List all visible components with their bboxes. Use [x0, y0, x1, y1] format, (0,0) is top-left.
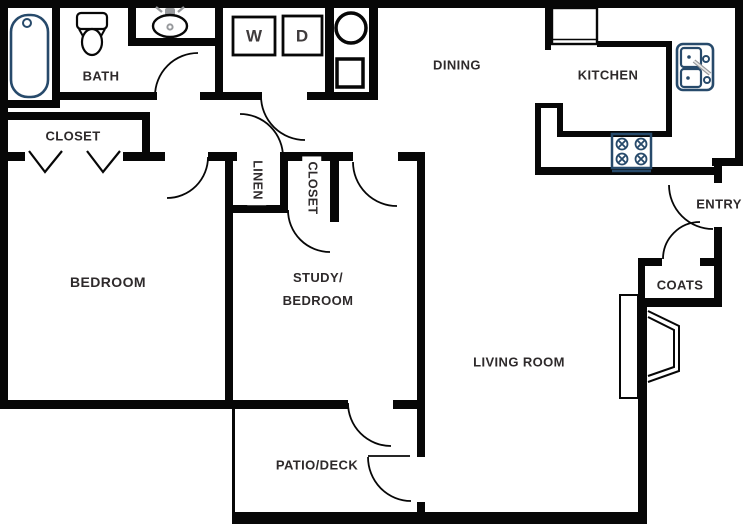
study-bedroom-label-line2: BEDROOM [282, 293, 354, 308]
dining-label: DINING [433, 57, 481, 73]
wall-bedroom-study-divider [225, 152, 233, 409]
door-swing-icons [28, 52, 714, 502]
fireplace-icon [619, 294, 680, 399]
study-door [353, 146, 398, 168]
wall-coats-bottom [638, 298, 722, 307]
dryer-icon [281, 14, 324, 57]
wall-linen-closet-divider [280, 152, 288, 213]
bedroom-door [165, 145, 208, 167]
wall-vanity-stub [128, 8, 136, 46]
bath-door-swing-icon [154, 52, 199, 97]
kitchen-label: KITCHEN [577, 67, 639, 83]
wall-hall-south-a [0, 152, 28, 161]
linen-door-swing-icon [239, 113, 284, 158]
wall-south-bedrooms-a [0, 400, 348, 409]
washer-label: W [245, 26, 263, 46]
burners [615, 137, 648, 166]
wall-hall-south-b [120, 152, 167, 161]
study-bedroom-label: STUDY/ BEDROOM [283, 266, 354, 312]
wall-coats-top-right [700, 258, 722, 266]
wall-closet-right [142, 112, 150, 161]
wall-tub-bottom [0, 100, 60, 108]
wall-bath-bottom-left [60, 92, 160, 100]
wall-left [0, 0, 8, 409]
wall-study-closet-right [330, 152, 339, 222]
living-patio-door-swing-icon [367, 456, 412, 502]
wall-hall-south-c [205, 152, 238, 161]
entry-door [708, 183, 731, 227]
bedroom-label: BEDROOM [70, 274, 146, 290]
wall-coats-left [638, 258, 645, 307]
bathtub-icon [9, 13, 50, 99]
bathroom-sink-icon [151, 6, 189, 39]
wall-laundry-bottom-left [215, 92, 263, 100]
stove-icon [610, 132, 653, 173]
refrigerator-icon [550, 6, 599, 46]
linen-label: LINEN [247, 155, 267, 205]
wall-right-upper [735, 0, 743, 166]
kitchen-sink-icon [675, 42, 715, 92]
wall-fridge-stub [545, 8, 551, 50]
wall-coats-top-left [638, 258, 662, 266]
coats-door-swing-icon [662, 221, 701, 260]
wall-closet-back [0, 112, 150, 120]
wall-heater-right [369, 8, 378, 100]
bath-door [157, 85, 200, 106]
living-room-label: LIVING ROOM [473, 354, 565, 370]
wall-laundry-heater-divider [325, 8, 334, 92]
washer-icon [231, 15, 277, 57]
wall-laundry-bottom-right [307, 92, 378, 100]
dryer-label: D [295, 26, 309, 46]
bifold-closet-doors-icon [28, 150, 63, 174]
bath-label: BATH [82, 68, 120, 84]
coats-door [662, 255, 700, 276]
wall-study-living-divider [417, 152, 425, 520]
study-door-swing-icon [352, 161, 398, 207]
toilet-icon [75, 11, 109, 57]
entry-door-swing-icon [668, 184, 714, 230]
wall-entry-jog [712, 158, 743, 166]
hearth [619, 294, 639, 399]
wall-vanity-bottom [128, 38, 216, 46]
wall-hall-south-e [397, 152, 425, 161]
laundry-door [262, 85, 307, 106]
study-closet-door-swing-icon [287, 209, 331, 253]
study-patio-door [348, 390, 393, 412]
wall-top [0, 0, 743, 8]
study-patio-door-swing-icon [347, 402, 392, 447]
wall-tub-right [52, 0, 60, 108]
wall-bath-laundry-divider [215, 8, 223, 100]
wall-linen-bottom [225, 205, 288, 213]
entry-label: ENTRY [696, 196, 742, 212]
bedroom-closet-label: CLOSET [45, 128, 101, 144]
bedroom-closet-bifold-opening [25, 147, 123, 175]
study-bedroom-label-line1: STUDY/ [292, 270, 344, 285]
wall-south-bedrooms-b [393, 400, 425, 409]
living-patio-door [410, 457, 433, 502]
wall-patio-left [232, 409, 235, 521]
wall-bottom [232, 512, 647, 524]
bedroom-door-swing-icon [166, 156, 209, 199]
laundry-door-swing-icon [260, 95, 306, 141]
wall-entry-right [714, 166, 722, 307]
coats-label: COATS [656, 277, 704, 293]
wall-living-right [638, 298, 647, 520]
patio-deck-label: PATIO/DECK [275, 457, 359, 473]
study-closet-label: CLOSET [302, 156, 322, 220]
bifold-closet-doors-icon [86, 150, 121, 174]
water-heater-icon [334, 11, 368, 89]
